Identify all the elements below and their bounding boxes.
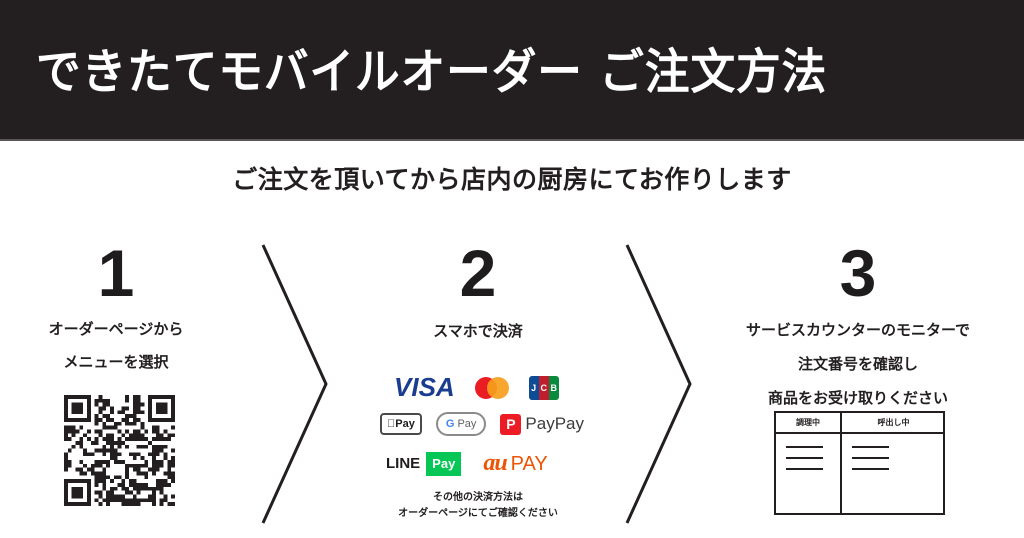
- step-description-line: サービスカウンターのモニターで: [745, 321, 971, 339]
- apple-icon: : [387, 418, 395, 430]
- step-1: 1 オーダーページから メニューを選択: [0, 236, 232, 376]
- monitor-column-calling: 呼出し中: [877, 418, 910, 427]
- payment-row-cards: VISA J C B: [394, 372, 559, 403]
- order-line: [786, 446, 823, 448]
- step-description-line: 注文番号を確認し: [797, 355, 918, 373]
- apple-pay-logo: Pay: [380, 413, 422, 435]
- mastercard-logo: [474, 376, 509, 399]
- order-line: [852, 468, 889, 470]
- monitor-header-divider: [776, 432, 943, 434]
- paypay-icon: P: [500, 413, 522, 435]
- page-title: できたてモバイルオーダー ご注文方法: [36, 44, 828, 100]
- step-2: 2 スマホで決済: [340, 236, 616, 345]
- order-monitor-illustration: 調理中 呼出し中: [774, 411, 945, 515]
- header-band: できたてモバイルオーダー ご注文方法: [0, 0, 1024, 141]
- step-number: 2: [459, 236, 497, 310]
- monitor-column-cooking: 調理中: [796, 418, 820, 427]
- step-3: 3 サービスカウンターのモニターで 注文番号を確認し 商品をお受け取りください: [700, 236, 1016, 412]
- subtitle: ご注文を頂いてから店内の厨房にてお作りします: [232, 165, 792, 194]
- step-description-line: スマホで決済: [433, 322, 523, 340]
- step-description-line: メニューを選択: [63, 353, 169, 371]
- order-line: [786, 457, 823, 459]
- visa-logo: VISA: [394, 372, 455, 402]
- chevron-right-icon: [261, 244, 328, 524]
- order-line: [852, 446, 889, 448]
- step-description-line: オーダーページから: [48, 320, 184, 338]
- payment-note: その他の決済方法は オーダーページにてご確認ください: [398, 492, 558, 519]
- step-number: 1: [97, 236, 135, 310]
- monitor-column-divider: [840, 413, 842, 513]
- step-description-line: 商品をお受け取りください: [767, 389, 948, 407]
- order-line: [852, 457, 889, 459]
- order-line: [786, 468, 823, 470]
- qr-code-icon[interactable]: [63, 395, 176, 506]
- chevron-right-icon: [625, 244, 692, 524]
- jcb-logo: J C B: [528, 375, 559, 400]
- google-pay-logo: G Pay: [435, 412, 487, 436]
- step-number: 3: [839, 236, 877, 310]
